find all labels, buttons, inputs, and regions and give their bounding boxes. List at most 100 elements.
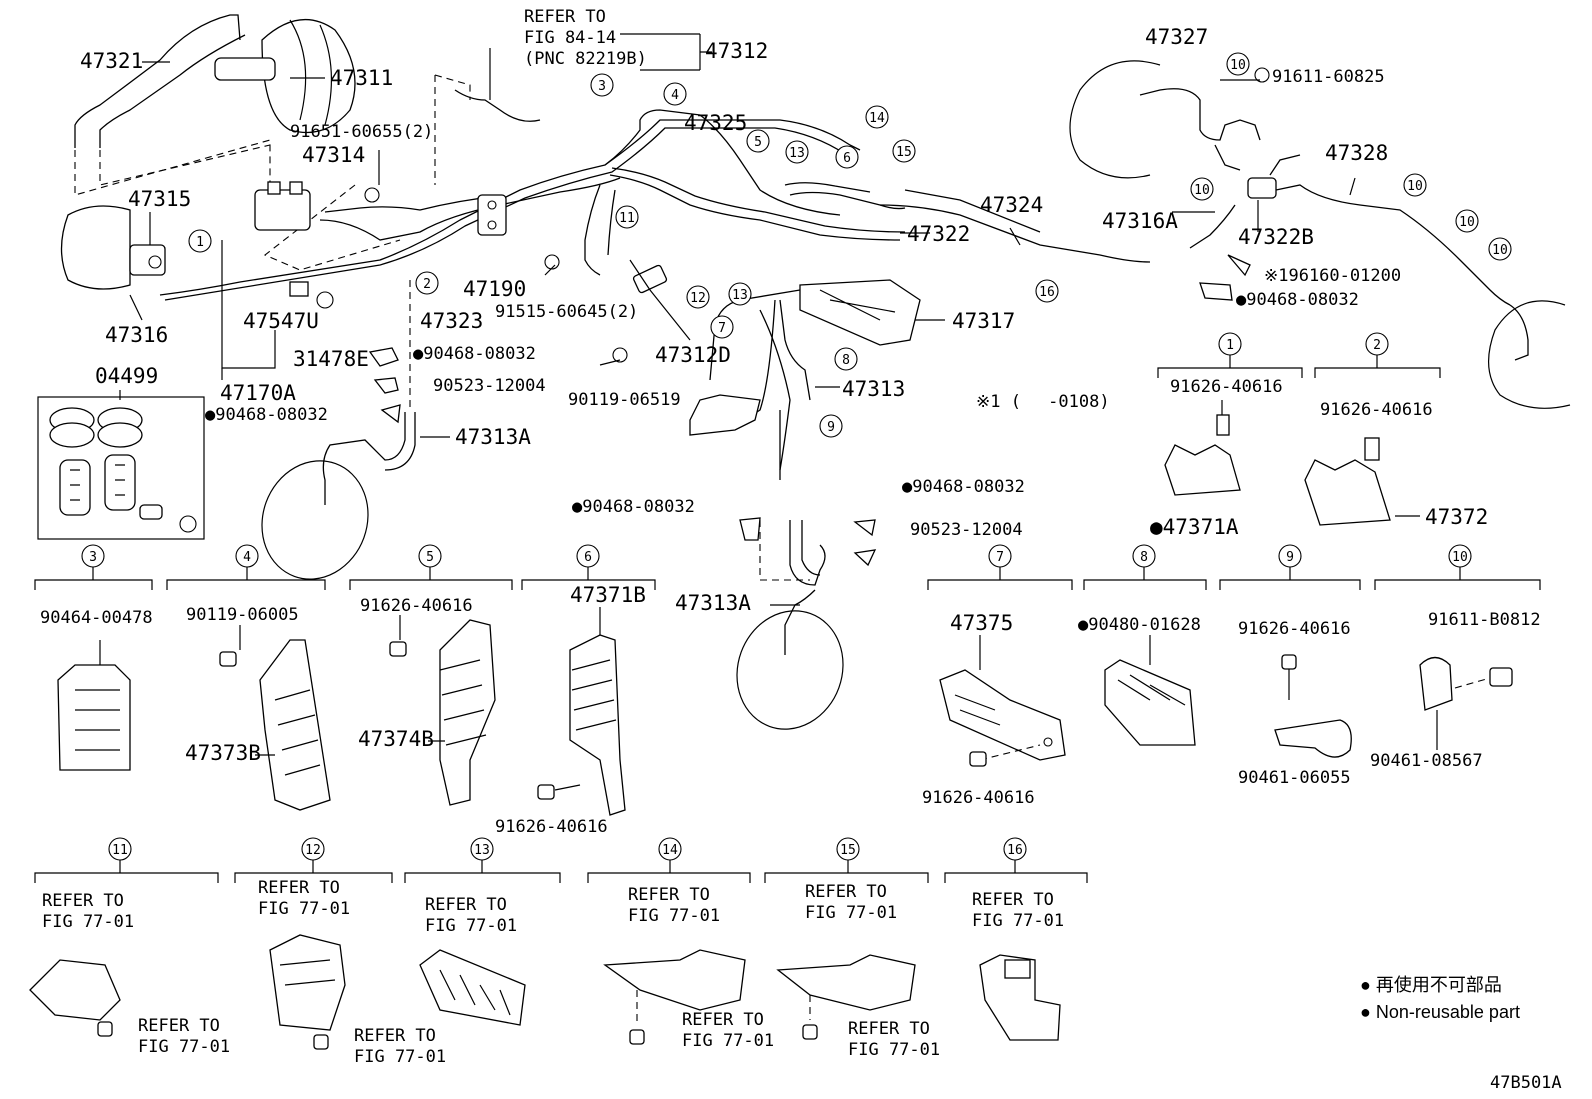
svg-text:FIG 77-01: FIG 77-01 <box>138 1037 230 1057</box>
svg-text:16: 16 <box>1007 843 1023 858</box>
detail-9: 9 91626-40616 90461-06055 <box>1219 544 1361 788</box>
callout-15: 15 <box>892 139 916 163</box>
label-91515-60645: 91515-60645(2) <box>495 302 638 322</box>
detail-5: 5 91626-40616 47374B <box>349 544 513 806</box>
valve-47190-icon <box>477 194 507 236</box>
callout-4: 4 <box>663 82 687 106</box>
callout-5: 5 <box>746 129 770 153</box>
refer-detail-15: 15 REFER TO FIG 77-01 REFER TO FIG 77-01 <box>764 837 940 1060</box>
svg-text:10: 10 <box>1492 243 1508 258</box>
svg-text:3: 3 <box>89 550 97 565</box>
callout-13a: 13 <box>785 140 809 164</box>
svg-text:14: 14 <box>869 111 885 126</box>
main-part-labels: 47321 47311 REFER TO FIG 84-14 (PNC 8221… <box>80 7 1401 615</box>
svg-text:1: 1 <box>196 235 204 250</box>
note-date-range: ※1 ( -0108) <box>976 392 1110 412</box>
label-47313A-a: 47313A <box>455 425 531 449</box>
label-90523-12004-b: 90523-12004 <box>910 520 1023 540</box>
svg-text:10: 10 <box>1407 179 1423 194</box>
callout-6: 6 <box>835 145 859 169</box>
detail-6: 6 47371B 91626-40616 <box>495 544 656 837</box>
brake-booster-icon <box>214 18 356 134</box>
callout-10d: 10 <box>1455 209 1479 233</box>
callout-10a: 10 <box>1226 52 1250 76</box>
svg-text:10: 10 <box>1459 215 1475 230</box>
callout-8: 8 <box>834 347 858 371</box>
label-47313A-b: 47313A <box>675 591 751 615</box>
svg-text:FIG 77-01: FIG 77-01 <box>42 912 134 932</box>
svg-text:REFER TO: REFER TO <box>805 882 887 902</box>
label-91651-60655: 91651-60655(2) <box>290 122 433 142</box>
refer-detail-13: 13 REFER TO FIG 77-01 <box>404 837 561 1026</box>
svg-text:3: 3 <box>598 79 606 94</box>
label-90523-12004-a: 90523-12004 <box>433 376 546 396</box>
svg-text:5: 5 <box>426 550 434 565</box>
detail-2-clamp-label: 47372 <box>1425 505 1488 529</box>
svg-text:14: 14 <box>662 843 678 858</box>
svg-text:13: 13 <box>789 146 805 161</box>
svg-text:7: 7 <box>996 550 1004 565</box>
callout-10b: 10 <box>1190 177 1214 201</box>
detail-7-bolt-label: 91626-40616 <box>922 788 1035 808</box>
svg-text:REFER TO: REFER TO <box>354 1026 436 1046</box>
label-90468-08032-a: ●90468-08032 <box>1236 290 1359 310</box>
legend-jp: ● 再使用不可部品 <box>1360 975 1502 995</box>
callout-10c: 10 <box>1403 173 1427 197</box>
main-assembly-artwork <box>60 14 1571 730</box>
label-47312D: 47312D <box>655 343 731 367</box>
svg-text:REFER TO: REFER TO <box>848 1019 930 1039</box>
svg-text:6: 6 <box>843 151 851 166</box>
label-90468-08032-e: ●90468-08032 <box>572 497 695 517</box>
detail-2: 2 91626-40616 47372 <box>1304 332 1488 529</box>
svg-text:13: 13 <box>474 843 490 858</box>
callout-12: 12 <box>686 285 710 309</box>
svg-text:16: 16 <box>1039 285 1055 300</box>
label-90468-08032-d: ●90468-08032 <box>902 477 1025 497</box>
svg-text:12: 12 <box>305 843 321 858</box>
detail-7-clamp-label: 47375 <box>950 611 1013 635</box>
detail-4-bolt-label: 90119-06005 <box>186 605 299 625</box>
rear-drum-lower-icon <box>1487 300 1571 409</box>
svg-text:12: 12 <box>690 291 706 306</box>
label-90468-08032-c: ●90468-08032 <box>205 405 328 425</box>
detail-1-bolt-label: 91626-40616 <box>1170 377 1283 397</box>
label-47190: 47190 <box>463 277 526 301</box>
svg-text:FIG 77-01: FIG 77-01 <box>628 906 720 926</box>
callout-1: 1 <box>188 229 212 253</box>
refer-top-line1: REFER TO <box>524 7 606 27</box>
refer-detail-12: 12 REFER TO FIG 77-01 REFER TO FIG 77-01 <box>234 837 446 1067</box>
svg-text:REFER TO: REFER TO <box>425 895 507 915</box>
svg-text:REFER TO: REFER TO <box>628 885 710 905</box>
label-90119-06519: 90119-06519 <box>568 390 681 410</box>
label-47322: 47322 <box>907 222 970 246</box>
svg-text:10: 10 <box>1230 58 1246 73</box>
callout-3: 3 <box>590 73 614 97</box>
svg-text:REFER TO: REFER TO <box>138 1016 220 1036</box>
detail-10-bolt-label: 91611-B0812 <box>1428 610 1541 630</box>
label-47312: 47312 <box>705 39 768 63</box>
svg-text:8: 8 <box>842 353 850 368</box>
svg-text:11: 11 <box>619 211 635 226</box>
detail-1: 1 91626-40616 ●47371A <box>1150 332 1303 539</box>
label-47327: 47327 <box>1145 25 1208 49</box>
callout-16: 16 <box>1035 279 1059 303</box>
svg-text:FIG 77-01: FIG 77-01 <box>805 903 897 923</box>
label-47325: 47325 <box>684 111 747 135</box>
svg-text:REFER TO: REFER TO <box>682 1010 764 1030</box>
label-47324: 47324 <box>980 193 1043 217</box>
label-47322B: 47322B <box>1238 225 1314 249</box>
detail-10: 10 91611-B0812 90461-08567 <box>1370 544 1541 771</box>
brake-hose-icon <box>736 520 844 730</box>
svg-text:FIG 77-01: FIG 77-01 <box>848 1040 940 1060</box>
svg-text:REFER TO: REFER TO <box>972 890 1054 910</box>
svg-text:10: 10 <box>1452 550 1468 565</box>
svg-text:15: 15 <box>896 145 912 160</box>
detail-7: 7 47375 91626-40616 <box>922 544 1073 808</box>
detail-8-part-label: ●90480-01628 <box>1078 615 1201 635</box>
svg-text:9: 9 <box>827 420 835 435</box>
label-47170A: 47170A <box>220 381 296 405</box>
callout-9: 9 <box>819 414 843 438</box>
svg-text:2: 2 <box>1373 338 1381 353</box>
callout-10e: 10 <box>1488 237 1512 261</box>
detail-5-clamp-label: 47374B <box>358 727 434 751</box>
